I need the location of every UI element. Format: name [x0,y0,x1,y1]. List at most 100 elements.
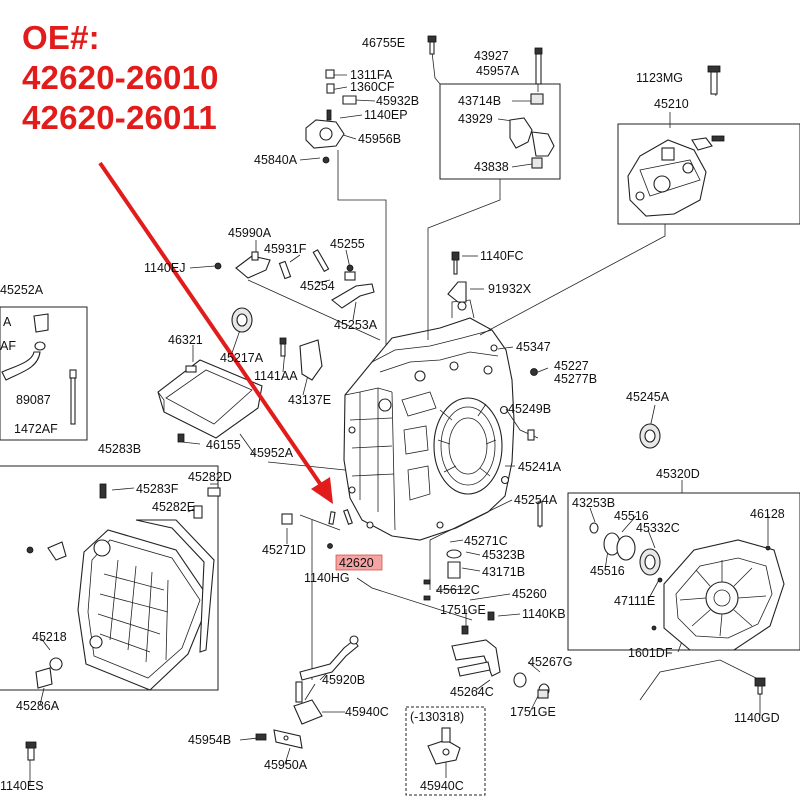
bracket-45950A [255,729,303,749]
callout-45954B: 45954B [188,733,231,747]
callout-45218: 45218 [32,630,67,644]
shift-linkage [214,249,375,309]
callout-45260: 45260 [512,587,547,601]
oe-number-1: 42620-26010 [22,59,219,96]
callout-45840A: 45840A [254,153,298,167]
callout-45254A: 45254A [514,493,558,507]
callout-45255: 45255 [330,237,365,251]
callout-45932B: 45932B [376,94,419,108]
transmission-case [343,299,515,541]
callout-45282D: 45282D [188,470,232,484]
bracket-43137E [299,339,323,381]
filter-46321 [157,359,263,443]
callout-45245A: 45245A [626,390,670,404]
group-box-130318 [405,706,486,796]
callout-1141AA: 1141AA [254,369,298,383]
callout-43929: 43929 [458,112,493,126]
callout-45252A: 45252A [0,283,44,297]
callout-43171B: 43171B [482,565,525,579]
callout-45940C-b: 45940C [420,779,464,793]
callout-range-130318: (-130318) [410,710,464,724]
oil-pan [26,483,221,691]
callout-45940C-a: 45940C [345,705,389,719]
callout-45271C: 45271C [464,534,508,548]
callout-45286A: 45286A [16,699,60,713]
sensor-45920B [293,635,359,725]
callout-1123MG: 1123MG [636,71,683,85]
callout-42620: 42620 [339,556,374,570]
callout-1472AF: 1472AF [14,422,58,436]
callout-45347: 45347 [516,340,551,354]
group-box-45320D [567,492,800,651]
callout-43714B: 43714B [458,94,501,108]
callout-labels: 46755E 1311FA 1360CF 45932B 1140EP 45956… [0,36,785,793]
callout-46755E: 46755E [362,36,405,50]
callout-45323B: 45323B [482,548,525,562]
callout-43838: 43838 [474,160,509,174]
callout-AF: AF [0,339,16,353]
callout-1311FA: 1311FA [350,68,393,82]
callout-45516-b: 45516 [590,564,625,578]
callout-1140GD: 1140GD [734,711,780,725]
bolt-1141AA [279,337,287,357]
bolt-1140ES [25,741,37,761]
callout-45210: 45210 [654,97,689,111]
callout-45612C: 45612C [436,583,480,597]
callout-1140FC: 1140FC [480,249,524,263]
callout-46321: 46321 [168,333,203,347]
callout-1140KB: 1140KB [522,607,566,621]
callout-43927: 43927 [474,49,509,63]
top-left-bracket [305,69,357,164]
bolt-46755E [427,35,437,55]
callout-45320D: 45320D [656,467,700,481]
callout-45254: 45254 [300,279,335,293]
callout-43137E: 43137E [288,393,331,407]
callout-45277B: 45277B [554,372,597,386]
callout-45931F: 45931F [264,242,307,256]
small-parts-right [281,344,661,601]
oe-number-2: 42620-26011 [22,99,217,136]
callout-45267G: 45267G [528,655,572,669]
callout-45957A: 45957A [476,64,520,78]
callout-1140EP: 1140EP [364,108,408,122]
seal-45217A [231,307,253,333]
group-box-45252A [0,306,88,441]
callout-45253A: 45253A [334,318,378,332]
callout-1751GE-b: 1751GE [510,705,556,719]
callout-1751GE-a: 1751GE [440,603,486,617]
callout-45283F: 45283F [136,482,179,496]
callout-45516-a: 45516 [614,509,649,523]
callout-45227: 45227 [554,359,589,373]
callout-45249B: 45249B [508,402,551,416]
callout-A: A [3,315,12,329]
callout-45990A: 45990A [228,226,272,240]
callout-1601DF: 1601DF [628,646,673,660]
group-box-45283B [0,465,219,691]
callout-45264C: 45264C [450,685,494,699]
callout-1360CF: 1360CF [350,80,395,94]
callout-46128: 46128 [750,507,785,521]
callout-45920B: 45920B [322,673,365,687]
bracket-91932X [447,251,467,303]
oe-label: OE#: [22,19,100,56]
callout-46155: 46155 [206,438,241,452]
callout-45283B: 45283B [98,442,141,456]
callout-47111E: 47111E [614,594,655,608]
callout-1140HG: 1140HG [304,571,350,585]
callout-89087: 89087 [16,393,51,407]
callout-1140EJ: 1140EJ [144,261,185,275]
tube-45252A [1,313,77,425]
highlight-42620: 42620 [335,554,383,571]
callout-45271D: 45271D [262,543,306,557]
mount-bracket-45957A [509,47,555,169]
bottom-pipes [451,611,766,699]
callout-91932X: 91932X [488,282,532,296]
red-arrow [98,161,333,504]
callout-1140ES: 1140ES [0,779,44,793]
callout-45952A: 45952A [250,446,294,460]
callout-45241A: 45241A [518,460,562,474]
callout-45956B: 45956B [358,132,401,146]
rear-cover-45320D [589,522,785,651]
callout-45282E: 45282E [152,500,195,514]
